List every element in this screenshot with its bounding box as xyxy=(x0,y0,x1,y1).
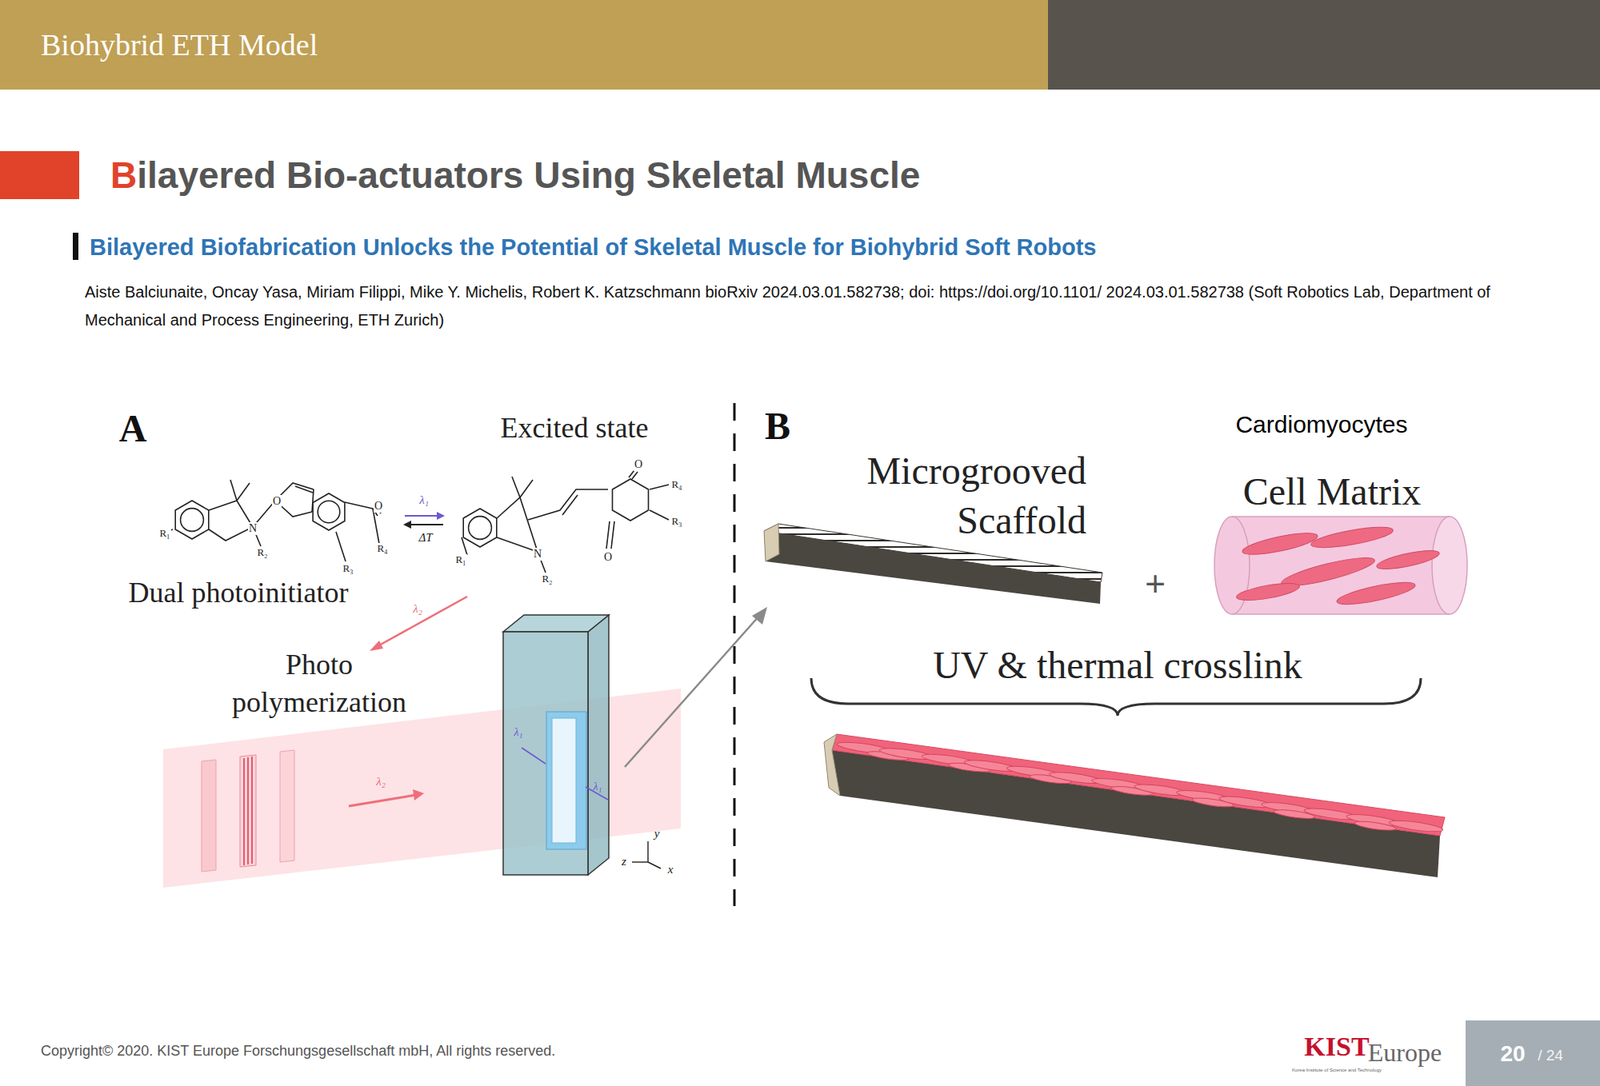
atom-label: R₃ xyxy=(341,563,354,576)
logo-text: Korea Institute of Science and Technolog… xyxy=(1292,1068,1382,1074)
atom-label: N xyxy=(532,548,543,561)
figure-label: Excited state xyxy=(500,412,649,445)
bilayer-actuator xyxy=(824,734,1445,878)
atom-label: R₂ xyxy=(256,547,268,560)
axis-label: z xyxy=(621,855,627,869)
heat-label: ΔT xyxy=(418,531,432,545)
panel-letter: A xyxy=(119,406,148,451)
wavelength-label: λ₁ xyxy=(514,726,524,740)
axis-label: y xyxy=(654,827,660,841)
figure-label: Cardiomyocytes xyxy=(1235,411,1408,440)
header-text: Biohybrid ETH Model xyxy=(40,28,318,64)
logo-text: KIST xyxy=(1304,1031,1369,1063)
figure-label: Microgrooved Scaffold xyxy=(814,446,1087,547)
panel-divider xyxy=(733,403,736,907)
subtitle-marker xyxy=(72,232,79,260)
page-box xyxy=(1465,1020,1600,1086)
figure-label: Dual photoinitiator xyxy=(128,576,349,610)
panel-letter: B xyxy=(764,404,791,448)
axes xyxy=(632,841,661,869)
figure-label: UV & thermal crosslink xyxy=(932,643,1303,688)
atom-label: R₄ xyxy=(376,543,388,556)
page-number: / 24 xyxy=(1537,1047,1564,1065)
logo-text: Europe xyxy=(1368,1038,1442,1068)
figure-label: Cell Matrix xyxy=(1243,469,1422,514)
copyright-note: Copyright© 2020. KIST Europe Forschungsg… xyxy=(40,1043,556,1060)
page-number: 20 xyxy=(1500,1041,1525,1068)
slide-title: Bilayered Bio-actuators Using Skeletal M… xyxy=(110,155,920,196)
wavelength-label: λ₂ xyxy=(412,602,423,616)
cell-matrix xyxy=(1214,516,1468,615)
citation: Aiste Balciunaite, Oncay Yasa, Miriam Fi… xyxy=(84,278,1525,335)
paper-title: Bilayered Biofabrication Unlocks the Pot… xyxy=(89,234,1096,261)
atom-label: O xyxy=(373,500,384,513)
molecule-drawing xyxy=(166,470,669,573)
axis-label: x xyxy=(668,863,674,877)
wavelength-label: λ₁ xyxy=(593,780,603,794)
grating xyxy=(201,750,295,872)
header-bar xyxy=(1048,0,1600,90)
atom-label: O xyxy=(603,551,613,564)
atom-label: R₁ xyxy=(158,528,171,540)
figure-label: Photo polymerization xyxy=(203,646,436,722)
atom-label: R₂ xyxy=(540,573,553,586)
wavelength-label: λ₁ xyxy=(419,493,429,508)
atom-label: N xyxy=(248,522,258,536)
plus-sign: + xyxy=(1144,564,1166,605)
atom-label: R₃ xyxy=(670,516,683,528)
atom-label: R₁ xyxy=(454,554,467,567)
atom-label: O xyxy=(272,495,282,508)
wavelength-label: λ₂ xyxy=(376,775,386,789)
title-marker xyxy=(0,151,80,200)
atom-label: R₄ xyxy=(670,479,683,492)
cuvette xyxy=(503,615,609,876)
header-bar xyxy=(0,0,1048,90)
atom-label: O xyxy=(633,458,644,472)
